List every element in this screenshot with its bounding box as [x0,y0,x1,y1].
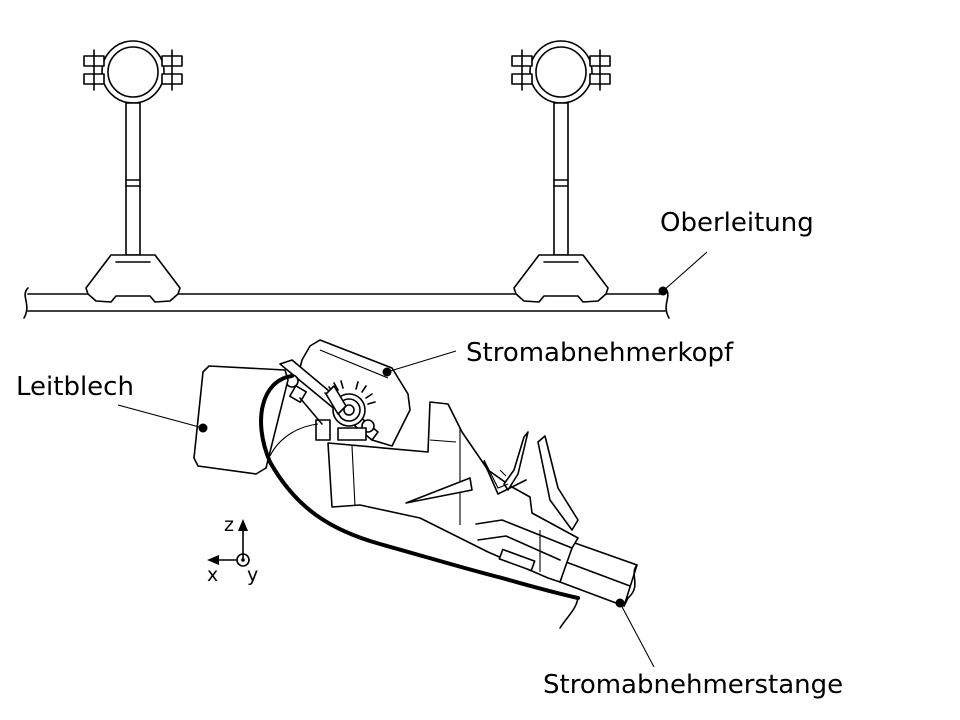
z-axis-arrow [238,519,248,531]
leader-collector-pole [615,598,655,668]
axis-label-z: z [224,514,234,536]
label-collector-pole: Stromabnehmerstange [543,670,844,700]
collector-head-shoe [279,339,411,447]
axis-label-x: x [207,564,219,586]
axis-label-y: y [247,564,259,586]
leader-overhead-line [658,251,708,296]
leader-guide-plate [117,404,208,433]
suspension-hanger-left [83,40,183,303]
coordinate-axes [207,519,250,567]
suspension-hanger-right [511,40,611,303]
label-collector-head: Stromabnehmerkopf [466,338,734,368]
x-axis-arrow [207,555,219,565]
collector-head-body [327,401,579,583]
guide-plate [193,365,580,629]
y-axis-out-of-page [241,558,245,562]
label-overhead-line: Oberleitung [660,208,814,238]
leader-collector-head [382,350,457,377]
label-guide-plate: Leitblech [16,372,134,402]
